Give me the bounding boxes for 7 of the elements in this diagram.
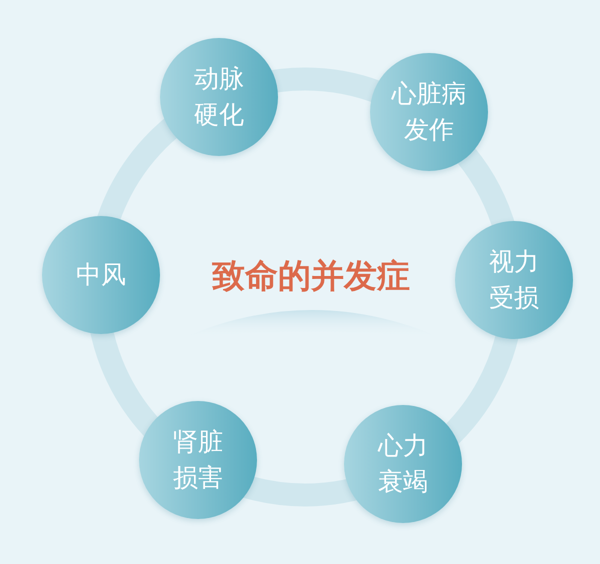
circle-label: 心力衰竭 [378,430,428,498]
circle-label: 视力受损 [489,246,539,314]
circle-label: 中风 [76,259,126,291]
circle-label: 肾脏损害 [173,426,223,494]
circle-label: 心脏病发作 [392,78,466,146]
diagram-title: 致命的并发症 [212,256,410,296]
circle-label: 动脉硬化 [194,63,244,131]
